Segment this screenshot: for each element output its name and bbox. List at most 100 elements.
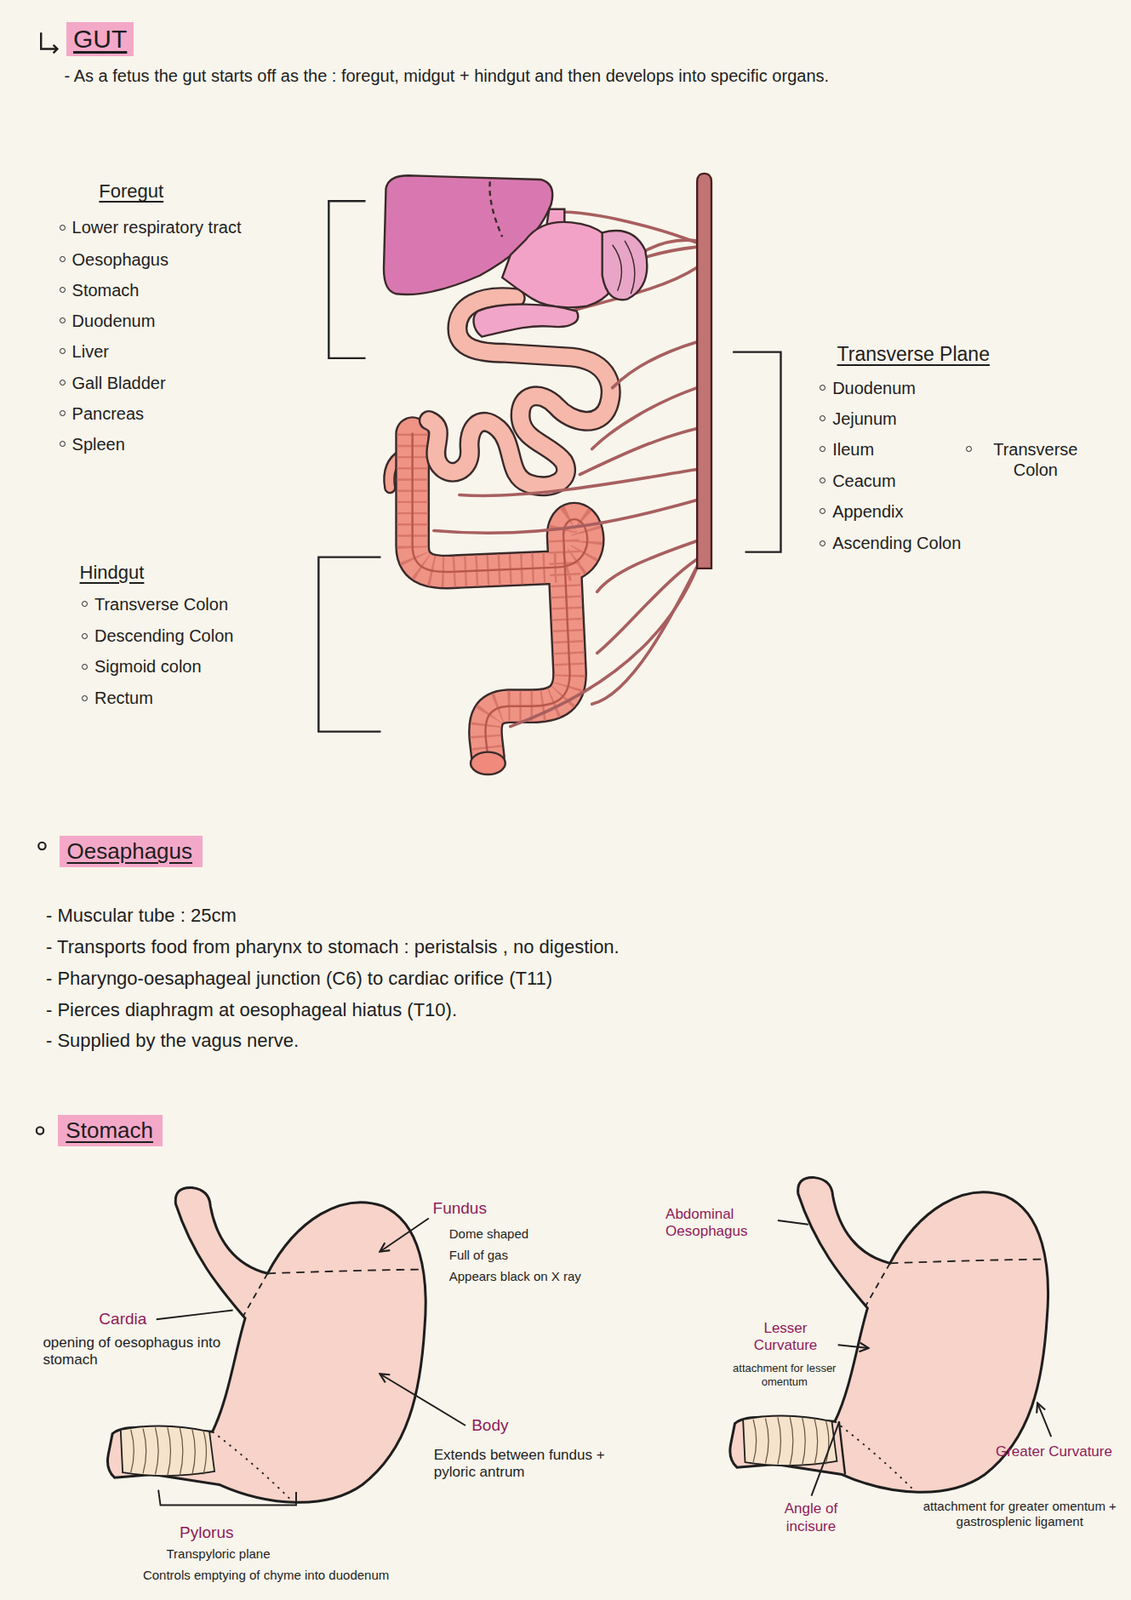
illustration-part <box>510 567 697 727</box>
note-text: attachment for greater omentum + gastros… <box>919 1498 1121 1530</box>
note-text: - Supplied by the vagus nerve. <box>45 1029 299 1052</box>
illustration-part <box>612 240 635 294</box>
illustration-part <box>592 388 697 450</box>
heading-text: Stomach <box>65 1116 155 1145</box>
organ-item: Descending Colon <box>81 625 234 646</box>
illustration-part <box>602 230 648 300</box>
illustration-part <box>579 428 697 475</box>
organ-item: Spleen <box>59 434 126 455</box>
illustration-part <box>212 1431 292 1500</box>
organ-item: Rectum <box>81 687 154 709</box>
organ-item: Jejunum <box>819 408 897 429</box>
section-heading: Hindgut <box>79 561 145 584</box>
organ-item: Gall Bladder <box>59 372 166 394</box>
highlighted-heading: Oesaphagus <box>59 835 203 868</box>
note-text: - Pharyngo-oesaphageal junction (C6) to … <box>45 967 553 990</box>
illustration-part <box>473 304 578 338</box>
illustration-part <box>834 1421 914 1490</box>
illustration-part <box>597 559 698 653</box>
illustration-part <box>434 500 697 534</box>
illustration-part <box>131 1427 207 1475</box>
gut-illustration <box>383 173 712 775</box>
illustration-part <box>428 297 612 486</box>
illustration-part <box>753 1416 829 1465</box>
note-text: - As a fetus the gut starts off as the :… <box>64 65 830 86</box>
note-text: Dome shaped <box>449 1226 529 1242</box>
note-text: - Pierces diaphragm at oesophageal hiatu… <box>45 999 457 1022</box>
part-name: Angle of incisure <box>767 1500 855 1536</box>
illustration-part <box>158 1490 297 1506</box>
part-name: Lesser Curvature <box>736 1319 834 1355</box>
title-arrow <box>40 32 58 53</box>
illustration-part <box>890 1259 1046 1264</box>
illustration-part <box>742 1416 837 1467</box>
section-heading: Foregut <box>98 180 164 203</box>
leader-lines <box>156 1218 1052 1506</box>
part-name: Cardia <box>98 1309 147 1330</box>
section-heading: Transverse Plane <box>837 342 990 367</box>
illustration-part <box>839 1421 846 1474</box>
illustration-part <box>777 1220 809 1225</box>
illustration-part <box>380 1374 466 1426</box>
illustration-part <box>489 181 503 237</box>
note-text: Full of gas <box>449 1247 509 1263</box>
illustration-part <box>428 297 612 486</box>
illustration-part <box>838 1344 869 1349</box>
illustration-part <box>53 45 58 54</box>
illustration-part <box>645 239 697 252</box>
note-text: Controls emptying of chyme into duodenum <box>142 1567 389 1583</box>
organ-item: Pancreas <box>59 403 145 424</box>
small-intestine <box>428 297 612 486</box>
organ-item: Ileum <box>819 439 874 460</box>
part-name: Abdominal Oesophagus <box>665 1205 773 1241</box>
heading-text: Oesaphagus <box>67 837 195 866</box>
organ-item: Transverse Colon <box>965 439 1093 480</box>
aorta <box>696 173 712 569</box>
note-text: Appears black on X ray <box>449 1268 582 1285</box>
organ-item: Transverse Colon <box>81 594 229 615</box>
illustration-part <box>811 1422 839 1496</box>
organ-item: Appendix <box>819 501 903 522</box>
illustration-part <box>1038 1404 1052 1437</box>
organ-item: Stomach <box>59 279 140 301</box>
part-name: Pylorus <box>179 1523 234 1543</box>
organ-item: Duodenum <box>59 310 156 332</box>
note-text: Transpyloric plane <box>166 1546 271 1562</box>
highlighted-heading: Stomach <box>57 1114 163 1147</box>
illustration-part <box>459 469 697 497</box>
organ-item: Sigmoid colon <box>81 656 202 677</box>
illustration-part <box>696 173 712 569</box>
illustration-part <box>120 1426 215 1477</box>
illustration-part <box>470 752 506 775</box>
upper-organs <box>383 175 647 337</box>
title: GUT <box>66 22 134 57</box>
organ-item: Ceacum <box>819 470 896 492</box>
arteries <box>434 211 697 727</box>
organ-item: Duodenum <box>819 377 916 399</box>
section-bullets <box>36 842 46 1135</box>
illustration-part <box>597 540 698 592</box>
illustration-part <box>732 352 781 553</box>
part-name: Fundus <box>433 1199 487 1219</box>
illustration-part <box>592 565 697 704</box>
illustration-part <box>328 200 366 359</box>
organ-item: Lower respiratory tract <box>59 217 242 238</box>
illustration-part <box>156 1309 234 1320</box>
illustration-part <box>318 557 381 732</box>
organ-item: Ascending Colon <box>819 532 961 554</box>
organ-item: Liver <box>59 341 109 362</box>
part-name: Greater Curvature <box>994 1443 1113 1461</box>
illustration-part <box>502 222 619 308</box>
illustration-part <box>267 1269 423 1274</box>
illustration-part <box>865 1262 891 1306</box>
note-text: - Transports food from pharynx to stomac… <box>45 936 620 959</box>
part-name: Body <box>471 1416 509 1436</box>
organ-item: Oesophagus <box>59 249 169 270</box>
note-text: Extends between fundus + pyloric antrum <box>434 1446 629 1482</box>
illustration-part <box>36 1126 44 1134</box>
note-text: opening of oesophagus into stomach <box>42 1334 225 1370</box>
illustration-part <box>612 342 698 389</box>
